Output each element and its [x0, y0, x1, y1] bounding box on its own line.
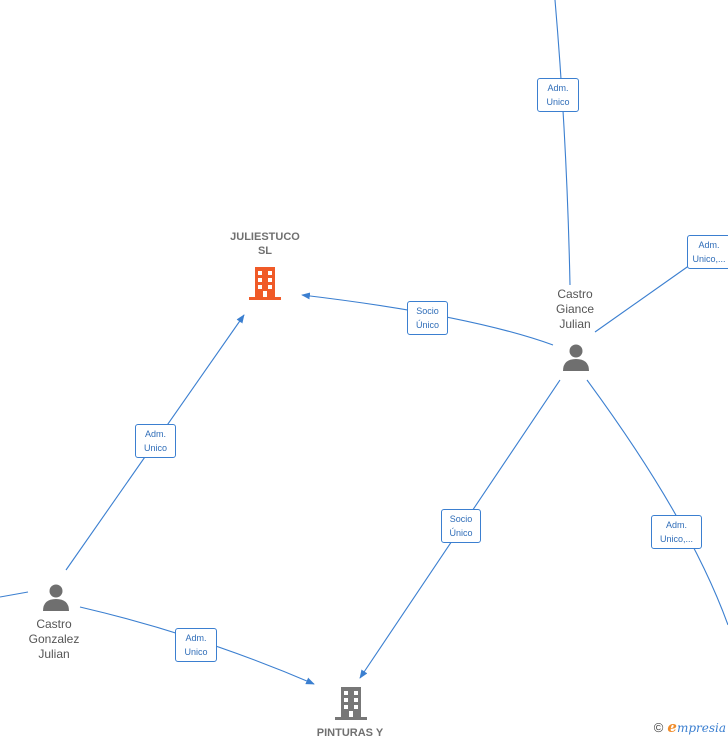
- edge-right-adm: [594, 264, 691, 333]
- edge-label-socio-juliestuco[interactable]: Socio Único: [407, 301, 448, 335]
- building-icon[interactable]: [335, 685, 367, 721]
- person-label-castro-giance[interactable]: Castro Giance Julian: [555, 287, 595, 331]
- brand-name: mpresia: [676, 721, 726, 735]
- edge-socio-juliestuco: [301, 292, 554, 346]
- empresia-logo: ©empresia: [654, 718, 726, 736]
- edge-label-right-adm[interactable]: Adm. Unico,...: [687, 235, 728, 269]
- edge-top-adm: [554, 0, 571, 286]
- person-icon[interactable]: [561, 342, 591, 372]
- person-icon[interactable]: [41, 582, 71, 612]
- edge-left-offscreen: [0, 591, 29, 598]
- edge-label-socio-pinturas[interactable]: Socio Único: [441, 509, 481, 543]
- edge-lower-right-adm: [586, 379, 728, 626]
- building-icon[interactable]: [249, 265, 281, 301]
- copyright-symbol: ©: [653, 720, 664, 735]
- edge-label-gonzalez-pinturas[interactable]: Adm. Unico: [175, 628, 217, 662]
- edge-label-gonzalez-juliestuco[interactable]: Adm. Unico: [135, 424, 176, 458]
- company-label-juliestuco[interactable]: JULIESTUCO SL: [230, 231, 300, 257]
- edge-label-top-adm[interactable]: Adm. Unico: [537, 78, 579, 112]
- brand-initial: e: [667, 718, 677, 736]
- company-label-pinturas[interactable]: PINTURAS Y: [316, 727, 384, 739]
- person-label-castro-gonzalez[interactable]: Castro Gonzalez Julian: [28, 617, 80, 661]
- edge-label-lower-right-adm[interactable]: Adm. Unico,...: [651, 515, 702, 549]
